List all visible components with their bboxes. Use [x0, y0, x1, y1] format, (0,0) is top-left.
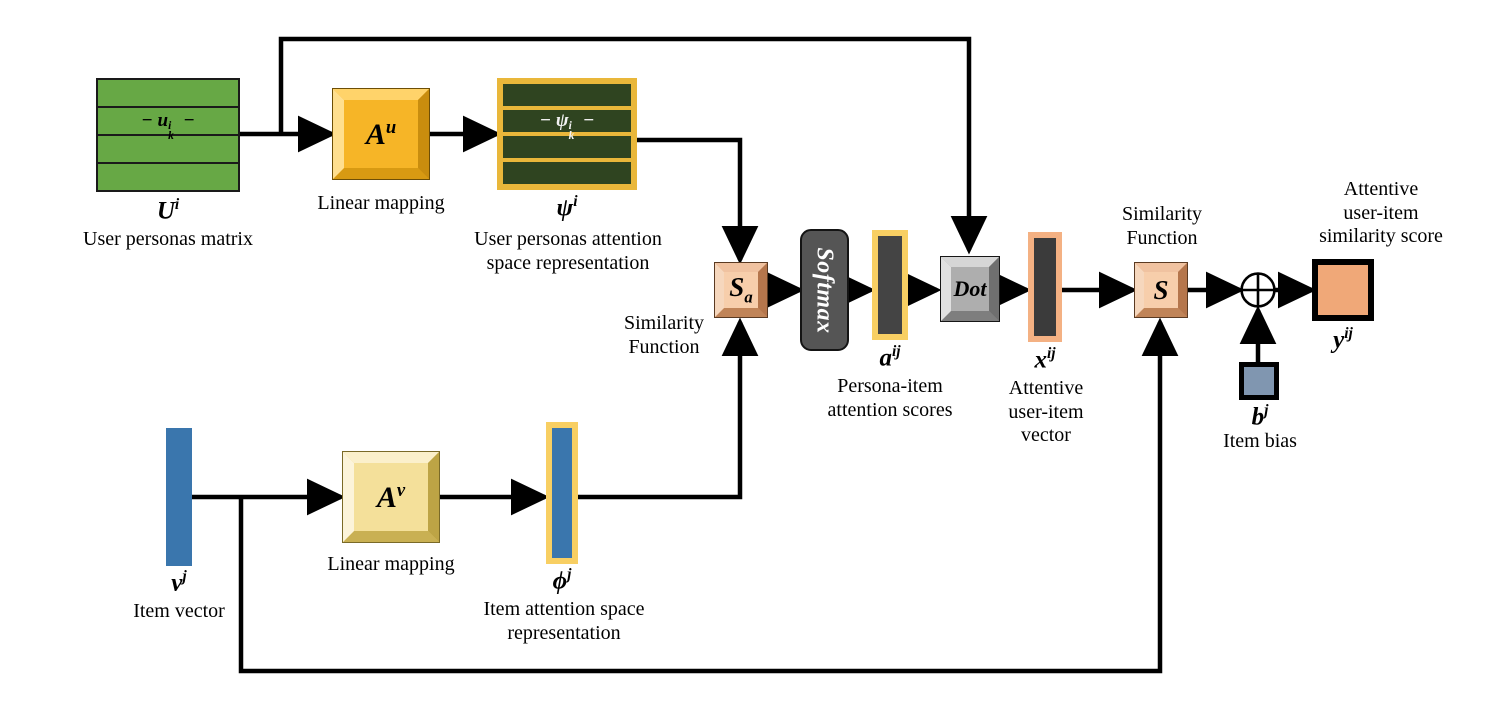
attentive-vector-symbol: xij — [1034, 345, 1056, 374]
bar-fill — [878, 236, 902, 334]
linear-mapping-item-box[interactable]: Av — [342, 451, 440, 543]
item-vector-caption: Item vector — [133, 600, 225, 622]
similarity-function-sa-box[interactable]: Sa — [714, 262, 768, 318]
bar-fill — [1034, 238, 1056, 336]
av-label: Av — [376, 479, 406, 514]
item-bias-symbol: bj — [1251, 402, 1269, 431]
user-matrix-caption: User personas matrix — [83, 228, 253, 250]
item-bias-caption: Item bias — [1223, 430, 1297, 452]
linear-mapping-user-caption: Linear mapping — [317, 192, 445, 214]
psi-symbol: ψi — [556, 193, 578, 222]
adder-node — [1240, 272, 1276, 308]
output-caption: Attentive user-item similarity score — [1319, 178, 1443, 248]
dot-product-box[interactable]: Dot — [940, 256, 1000, 322]
bar-fill — [552, 428, 572, 558]
linear-mapping-user-box[interactable]: Au — [332, 88, 430, 180]
phi-caption: Item attention space representation — [483, 598, 645, 644]
output-score-box[interactable] — [1312, 259, 1374, 321]
item-vector-bar[interactable] — [166, 428, 192, 566]
softmax-box[interactable]: Softmax — [800, 229, 849, 351]
matrix-row — [98, 164, 238, 190]
item-vector-symbol: vj — [171, 568, 187, 597]
attention-scores-caption: Persona-item attention scores — [827, 375, 953, 421]
dot-label: Dot — [953, 276, 987, 301]
output-symbol: yij — [1333, 325, 1353, 354]
persona-item-attention-bar[interactable] — [872, 230, 908, 340]
attention-scores-symbol: aij — [879, 343, 901, 372]
softmax-label: Softmax — [812, 246, 838, 334]
au-label: Au — [365, 116, 397, 151]
matrix-row — [503, 162, 631, 184]
similarity-function-s-box[interactable]: S — [1134, 262, 1188, 318]
item-bias-box[interactable] — [1239, 362, 1279, 400]
s-label: S — [1153, 274, 1169, 305]
sa-label: Sa — [729, 272, 753, 307]
matrix-row — [98, 136, 238, 164]
phi-symbol: ϕj — [552, 566, 572, 595]
matrix-row — [98, 80, 238, 108]
s-caption: Similarity Function — [1122, 203, 1202, 249]
linear-mapping-item-caption: Linear mapping — [327, 553, 455, 575]
attentive-user-item-vector-bar[interactable] — [1028, 232, 1062, 342]
plus-circle-icon — [1240, 272, 1276, 308]
matrix-row — [503, 84, 631, 106]
user-matrix-symbol: Ui — [156, 196, 180, 225]
psi-caption: User personas attention space representa… — [474, 228, 662, 274]
item-attention-vector-bar[interactable] — [546, 422, 578, 564]
matrix-row — [503, 136, 631, 158]
sa-caption: Similarity Function — [624, 312, 704, 358]
attentive-vector-caption: Attentive user-item vector — [1008, 377, 1084, 447]
